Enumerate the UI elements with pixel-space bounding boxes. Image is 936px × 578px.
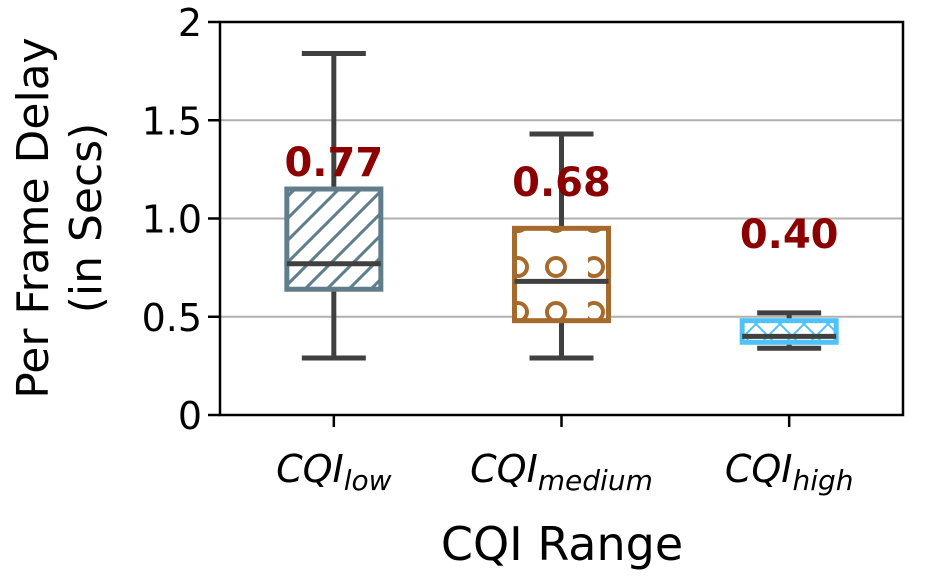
median-labels: 0.77 0.68 0.40 [284,140,838,258]
box-body [512,225,611,324]
median-value-label: 0.40 [740,212,839,258]
boxes [284,50,839,361]
x-tick-label: CQImedium [470,447,653,497]
median-value-label: 0.68 [512,160,611,206]
x-axis-label: CQI Range [441,517,683,571]
box-hatch [742,320,837,343]
x-tick-label-sub: high [792,464,853,497]
box-body [739,318,839,345]
box-1 [284,50,384,361]
box-body [284,186,384,292]
box-hatch [514,228,609,321]
x-tick-label-base: CQI [725,447,793,491]
box-hatch [286,189,381,290]
x-tick-label-base: CQI [470,447,538,491]
median-value-label: 0.77 [284,140,383,186]
y-axis-label: Per Frame Delay (in Secs) [8,37,112,398]
box-3 [739,310,839,351]
x-tick-label: CQIhigh [725,447,854,497]
y-tick-label: 0.5 [142,296,202,340]
box-2 [512,131,611,361]
x-tick-label-sub: medium [538,464,653,497]
x-tick-label-base: CQI [276,447,344,491]
y-axis-ticks: 0 0.5 1.0 1.5 2 [142,1,220,438]
y-tick-label: 2 [178,1,202,45]
x-tick-label-sub: low [344,464,392,497]
x-tick-label: CQIlow [276,447,392,497]
y-tick-label: 0 [178,394,202,438]
y-axis-label-line-1: Per Frame Delay [8,37,59,398]
y-axis-label-line-2: (in Secs) [61,123,112,314]
y-tick-label: 1.0 [142,198,202,242]
y-tick-label: 1.5 [142,99,202,143]
